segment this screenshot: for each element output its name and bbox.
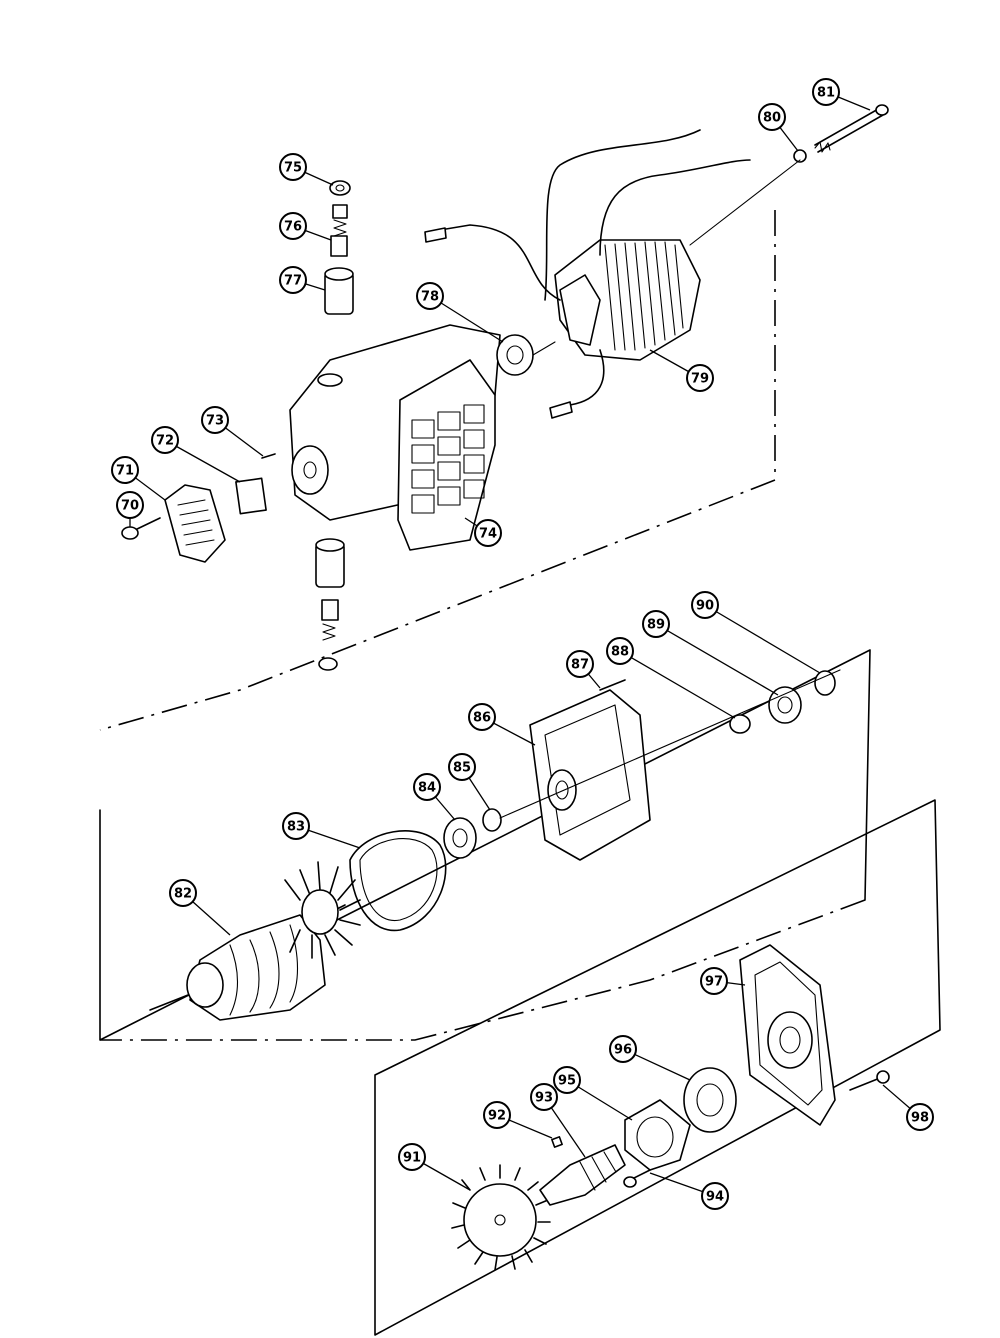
part-number-86: 86: [473, 711, 491, 726]
part-number-94: 94: [706, 1190, 724, 1205]
washer-80-shape: [793, 149, 807, 163]
callout-circle-71: [111, 456, 139, 484]
callout-circle-98: [906, 1103, 934, 1131]
gear: [451, 1164, 551, 1271]
part-number-98: 98: [911, 1111, 929, 1126]
callout-circle-97: [700, 967, 728, 995]
part-number-87: 87: [571, 658, 589, 673]
lower-brush-assembly: [315, 538, 345, 671]
part-number-76: 76: [284, 220, 302, 235]
callout-circle-76: [279, 212, 307, 240]
callout-circle-73: [201, 406, 229, 434]
screw-70-shape: [121, 517, 161, 540]
bearing-78-shape: [496, 334, 556, 376]
callout-leader-78: [429, 295, 504, 343]
callout-circle-85: [448, 753, 476, 781]
callout-circle-79: [686, 364, 714, 392]
screw-87-shape: [599, 679, 626, 691]
spindle: [539, 1144, 626, 1206]
bearing-84-shape: [443, 817, 477, 859]
callout-circle-89: [642, 610, 670, 638]
part-number-74: 74: [479, 527, 497, 542]
screw-98-shape: [849, 1077, 881, 1091]
callout-circle-77: [279, 266, 307, 294]
callout-circle-80: [758, 103, 786, 131]
part-number-70: 70: [121, 499, 139, 514]
brush-cover: [164, 484, 226, 563]
part-number-71: 71: [116, 464, 134, 479]
part-number-81: 81: [817, 86, 835, 101]
part-number-96: 96: [614, 1043, 632, 1058]
callout-circle-74: [474, 519, 502, 547]
part-number-88: 88: [611, 645, 629, 660]
part-number-73: 73: [206, 414, 224, 429]
bearing-plate: [624, 1099, 691, 1171]
part-number-79: 79: [691, 372, 709, 387]
upper-brush-assembly: [324, 180, 354, 315]
section-borders: [99, 210, 941, 1336]
part-number-90: 90: [696, 599, 714, 614]
part-number-95: 95: [558, 1074, 576, 1089]
callout-circle-72: [151, 426, 179, 454]
part-number-77: 77: [284, 274, 302, 289]
part-number-89: 89: [647, 618, 665, 633]
bearing-bracket: [529, 689, 651, 861]
gear-cover: [739, 944, 836, 1126]
callout-circle-82: [169, 879, 197, 907]
callout-circle-70: [116, 491, 144, 519]
bearing-89-shape: [768, 686, 802, 724]
callout-circle-83: [282, 812, 310, 840]
part-number-85: 85: [453, 761, 471, 776]
washer-88-shape: [729, 714, 751, 734]
part-number-78: 78: [421, 290, 439, 305]
part-number-80: 80: [763, 111, 781, 126]
insulation-plate: [235, 477, 267, 515]
part-number-83: 83: [287, 820, 305, 835]
callout-leader-72: [164, 439, 241, 483]
brush-holder-housing: [289, 324, 501, 551]
part-number-91: 91: [403, 1151, 421, 1166]
baffle-ring: [349, 830, 447, 932]
armature: [149, 861, 361, 1021]
part-number-72: 72: [156, 434, 174, 449]
callout-circle-96: [609, 1035, 637, 1063]
part-number-97: 97: [705, 975, 723, 990]
callout-circle-81: [812, 78, 840, 106]
callout-leader-90: [704, 604, 821, 674]
key-92-shape: [551, 1136, 563, 1148]
callout-circle-91: [398, 1143, 426, 1171]
callout-circle-88: [606, 637, 634, 665]
callout-leader-88: [619, 650, 736, 719]
callout-circle-86: [468, 703, 496, 731]
callout-circle-95: [553, 1066, 581, 1094]
snap-ring-90-shape: [814, 670, 836, 696]
callout-circle-87: [566, 650, 594, 678]
callout-labels: 70 71 72 73 74 75 76 77 78 79 80 81 82 83 84 85 86 87 88 89…: [111, 78, 934, 1210]
part-number-92: 92: [488, 1109, 506, 1124]
callout-circle-75: [279, 153, 307, 181]
part-number-84: 84: [418, 781, 436, 796]
screw-81-shape: [814, 104, 889, 153]
callout-circle-92: [483, 1101, 511, 1129]
callout-leader-89: [655, 623, 779, 696]
field-coil: [424, 129, 751, 419]
part-number-75: 75: [284, 161, 302, 176]
callout-circle-93: [530, 1083, 558, 1111]
screw-73-shape: [261, 453, 276, 459]
bearing-96-shape: [683, 1067, 737, 1133]
washer-85-shape: [482, 808, 502, 832]
callout-circle-84: [413, 773, 441, 801]
part-number-82: 82: [174, 887, 192, 902]
part-number-93: 93: [535, 1091, 553, 1106]
callout-circle-78: [416, 282, 444, 310]
callout-circle-94: [701, 1182, 729, 1210]
callout-circle-90: [691, 591, 719, 619]
